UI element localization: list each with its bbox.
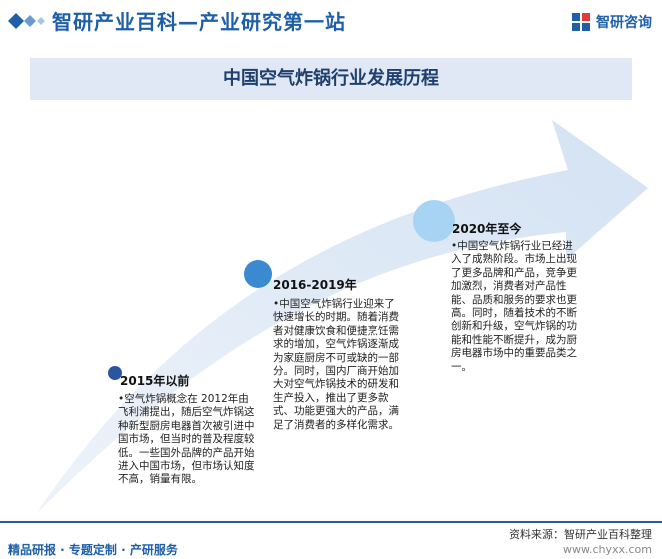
page-title: 中国空气炸锅行业发展历程: [223, 68, 439, 89]
milestone-dot-1: [108, 366, 122, 380]
zhiyan-logo-icon: [572, 13, 590, 31]
milestone-description-2: •中国空气炸锅行业迎来了快速增长的时期。随着消费者对健康饮食和便捷烹饪需求的增加…: [273, 298, 399, 431]
brand-name: 智研咨询: [596, 15, 652, 31]
milestone-period-1: 2015年以前: [120, 374, 190, 388]
diamond-icon: [8, 13, 45, 29]
footer-url[interactable]: www.chyxx.com: [562, 543, 652, 556]
milestone-dot-3: [413, 200, 455, 242]
site-title: 智研产业百科—产业研究第一站: [52, 10, 346, 34]
footer: 资料来源：智研产业百科整理 精品研报 · 专题定制 · 产研服务 www.chy…: [0, 521, 662, 559]
milestone-period-3: 2020年至今: [452, 222, 522, 236]
brand[interactable]: 智研咨询: [571, 12, 652, 32]
header: 智研产业百科—产业研究第一站 智研咨询: [0, 0, 662, 42]
milestone-description-3: •中国空气炸锅行业已经进入了成熟阶段。市场上出现了更多品牌和产品，竞争更加激烈，…: [451, 240, 577, 373]
milestone-dot-2: [244, 260, 272, 288]
milestone-period-2: 2016-2019年: [273, 278, 357, 292]
milestone-description-1: •空气炸锅概念在 2012年由飞利浦提出，随后空气炸锅这种新型厨房电器首次被引进…: [118, 393, 255, 486]
footer-divider: [0, 521, 662, 523]
source-note: 资料来源：智研产业百科整理: [509, 528, 652, 541]
title-banner: 中国空气炸锅行业发展历程: [30, 58, 632, 100]
footer-services[interactable]: 精品研报 · 专题定制 · 产研服务: [8, 543, 178, 557]
